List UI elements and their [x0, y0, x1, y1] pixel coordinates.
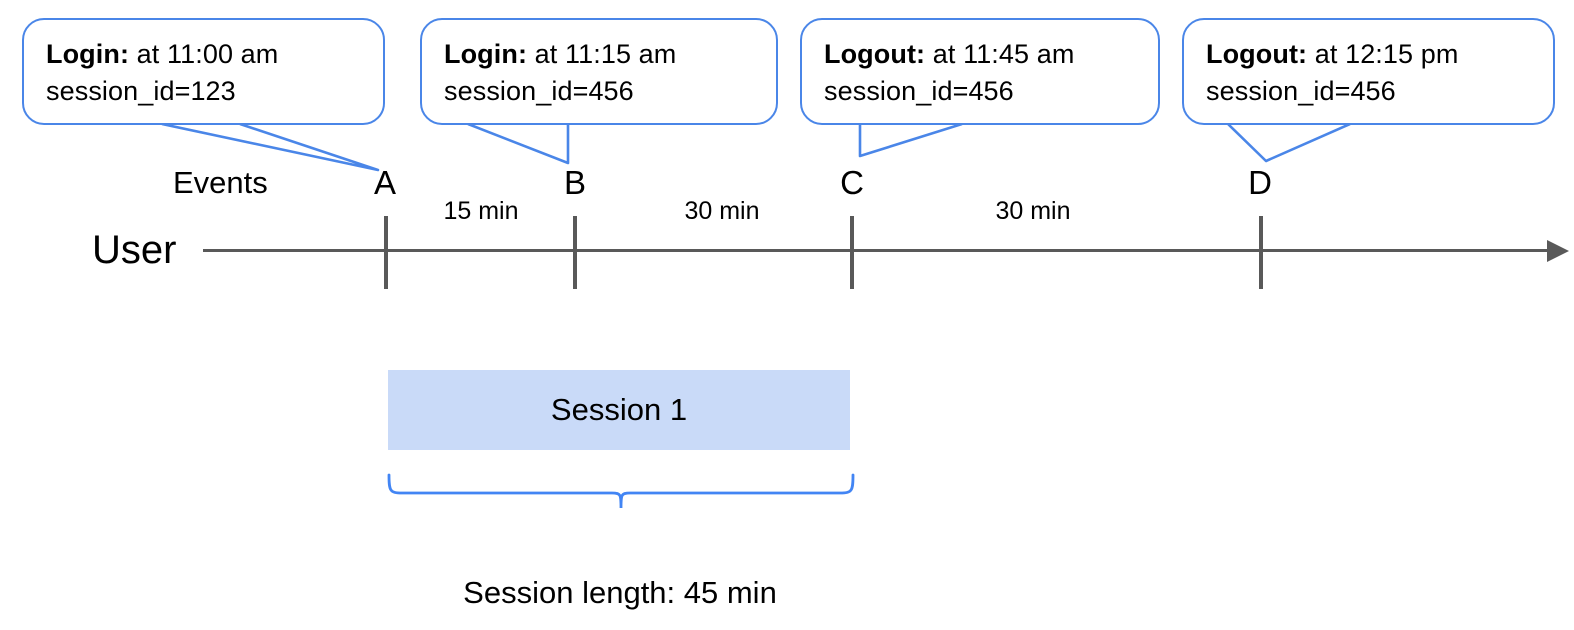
event-marker-label-c: C — [840, 164, 864, 201]
events-row-label: Events — [173, 165, 268, 200]
callout-event-line: Logout: at 11:45 am — [824, 36, 1138, 73]
callout-session-line: session_id=456 — [444, 76, 634, 106]
callout-tail-a-icon — [161, 122, 380, 172]
callout-tail-c-icon — [858, 122, 963, 158]
user-row-label: User — [92, 228, 177, 272]
callout-event-type: Login: — [46, 39, 130, 69]
interval-label-c-d: 30 min — [995, 197, 1071, 225]
event-marker-label-a: A — [373, 164, 397, 201]
timeline-tick-b — [573, 216, 577, 289]
callout-bubble-b: Login: at 11:15 am session_id=456 — [420, 18, 778, 125]
callout-tail-b-icon — [467, 122, 570, 165]
callout-bubble-d: Logout: at 12:15 pm session_id=456 — [1182, 18, 1555, 125]
callout-tail-d-icon — [1227, 122, 1351, 163]
callout-bubble-a: Login: at 11:00 am session_id=123 — [22, 18, 385, 125]
callout-event-time: at 11:15 am — [527, 39, 677, 69]
timeline-tick-c — [850, 216, 854, 289]
callout-event-time: at 12:15 pm — [1307, 39, 1459, 69]
callout-event-type: Logout: — [824, 39, 926, 69]
interval-label-a-b: 15 min — [443, 197, 519, 225]
callout-event-time: at 11:00 am — [129, 39, 279, 69]
event-marker-label-b: B — [563, 164, 587, 201]
timeline-tick-d — [1259, 216, 1263, 289]
callout-session-line: session_id=123 — [46, 76, 236, 106]
session-bar-label: Session 1 — [550, 392, 688, 427]
callout-session-line: session_id=456 — [824, 76, 1014, 106]
callout-event-time: at 11:45 am — [925, 39, 1075, 69]
callout-bubble-c: Logout: at 11:45 am session_id=456 — [800, 18, 1160, 125]
callout-event-line: Logout: at 12:15 pm — [1206, 36, 1533, 73]
event-marker-label-d: D — [1248, 164, 1272, 201]
callout-event-line: Login: at 11:15 am — [444, 36, 756, 73]
session-span-brace-icon — [387, 473, 855, 509]
callout-event-type: Login: — [444, 39, 528, 69]
timeline-arrow-icon — [1547, 240, 1569, 262]
session-bar: Session 1 — [388, 370, 850, 450]
callout-event-type: Logout: — [1206, 39, 1308, 69]
callout-event-line: Login: at 11:00 am — [46, 36, 363, 73]
interval-label-b-c: 30 min — [684, 197, 760, 225]
timeline-axis-line — [203, 249, 1555, 252]
session-length-caption: Session length: 45 min — [463, 575, 777, 610]
callout-session-line: session_id=456 — [1206, 76, 1396, 106]
timeline-tick-a — [384, 216, 388, 289]
